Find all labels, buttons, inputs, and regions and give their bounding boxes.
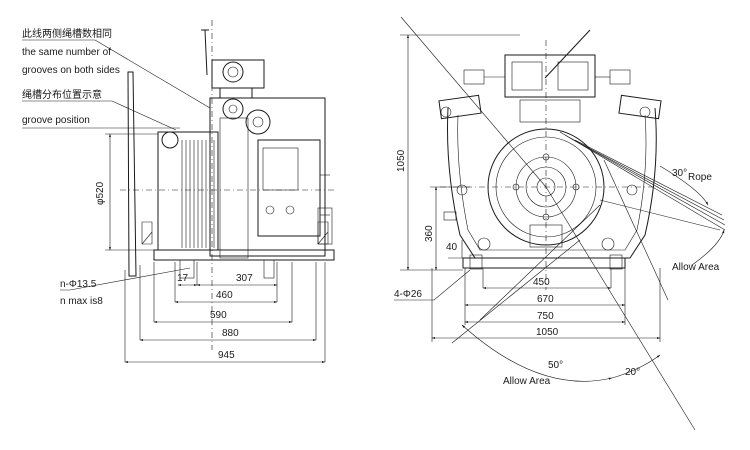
note1-en-line2: grooves on both sides xyxy=(22,65,120,76)
motor-body xyxy=(209,97,326,257)
allow-area-right: Allow Area xyxy=(672,262,720,273)
angle-30: 30° xyxy=(672,168,687,179)
note1-en-line1: the same number of xyxy=(22,47,111,58)
rope-grooves xyxy=(181,140,215,248)
front-view: 1050 360 40 450 670 750 1050 4-Φ26 30° R… xyxy=(394,16,726,431)
hole-label: n-Φ13.5 xyxy=(60,279,97,290)
frame-outline xyxy=(447,107,657,259)
dim-width-1050: 1050 xyxy=(536,327,559,338)
hole-max-note: n max is8 xyxy=(60,296,103,307)
dim-450: 450 xyxy=(533,277,550,288)
dim-590: 590 xyxy=(210,310,227,321)
encoder-cap xyxy=(211,59,265,89)
dim-880: 880 xyxy=(222,328,239,339)
base-plate xyxy=(153,249,335,261)
allow-area-bottom: Allow Area xyxy=(503,376,551,387)
front-base xyxy=(462,257,626,269)
angle-50: 50° xyxy=(548,360,563,371)
dim-17: 17 xyxy=(177,273,189,284)
dim-750: 750 xyxy=(537,311,554,322)
bolt-hole-label: 4-Φ26 xyxy=(394,289,422,300)
dim-945: 945 xyxy=(218,350,235,361)
rope-label: Rope xyxy=(688,172,712,183)
angle-20: 20° xyxy=(625,367,640,378)
brake-assembly xyxy=(504,54,596,98)
note2-en: groove position xyxy=(22,115,90,126)
dim-height-1050: 1050 xyxy=(396,149,407,172)
note2-cn: 绳槽分布位置示意 xyxy=(22,88,102,101)
side-view: 此线两侧绳槽数相同 the same number of grooves on … xyxy=(22,20,335,364)
dim-360: 360 xyxy=(424,225,435,242)
traction-sheave xyxy=(157,131,219,251)
note1-cn: 此线两侧绳槽数相同 xyxy=(22,27,112,40)
dim-40: 40 xyxy=(446,242,458,253)
dim-460: 460 xyxy=(216,290,233,301)
dim-670: 670 xyxy=(537,294,554,305)
dim-307: 307 xyxy=(236,273,253,284)
brake-arm xyxy=(127,71,137,277)
dim-sheave-diameter: φ520 xyxy=(95,181,106,205)
